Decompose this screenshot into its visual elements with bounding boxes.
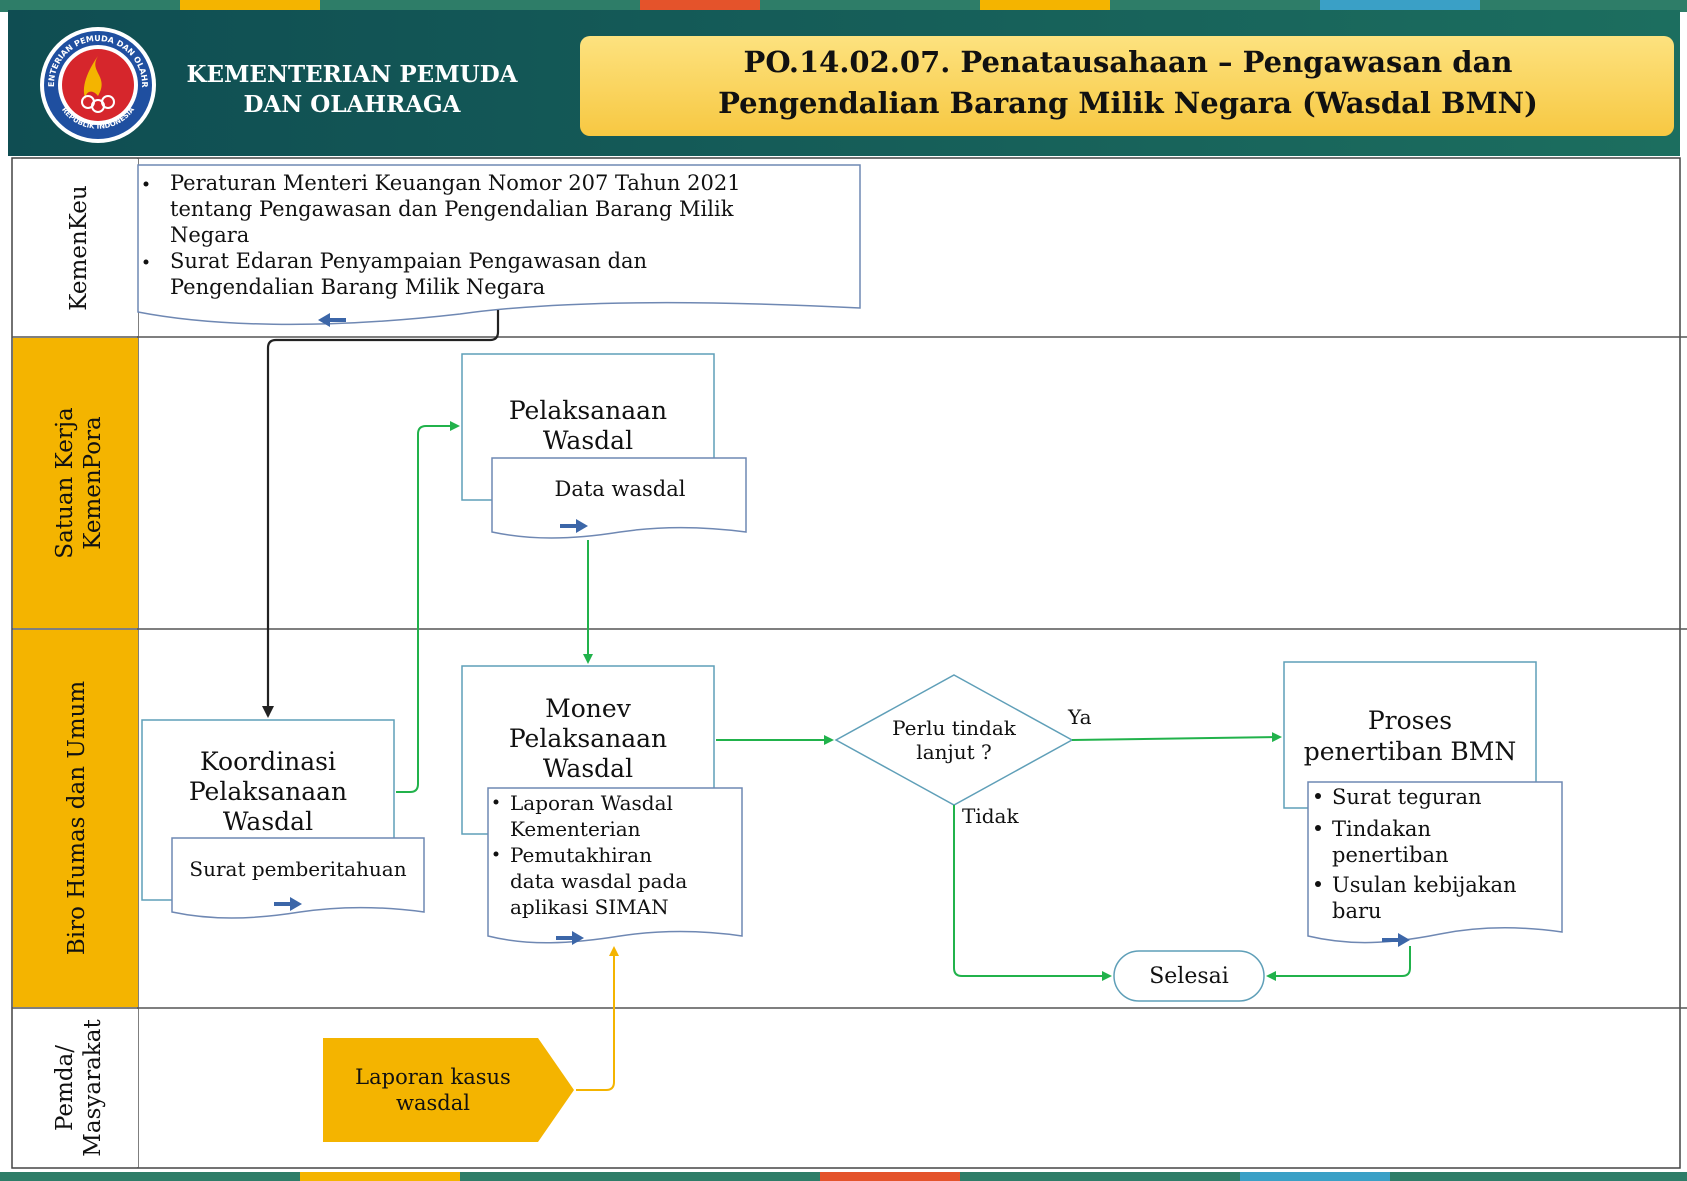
laporan-doc-line5: aplikasi SIMAN <box>510 895 669 919</box>
proses-doc-line2: Tindakan <box>1332 817 1431 841</box>
laporan-doc-line4: data wasdal pada <box>510 869 687 893</box>
lane-label-pemda-line2: Masyarakat <box>80 1019 106 1157</box>
laporan-doc-line1: Laporan Wasdal <box>510 791 673 815</box>
monev-line2: Pelaksanaan <box>509 724 667 753</box>
bottom-decor-strip <box>0 1172 1687 1181</box>
doc-arrow-icon <box>274 897 302 911</box>
decision-line1: Perlu tindak <box>892 716 1017 740</box>
koordinasi-line1: Koordinasi <box>200 747 336 776</box>
laporan-doc-line2: Kementerian <box>510 817 641 841</box>
lane-header-satker <box>13 338 138 628</box>
connector-laporan-kasus-to-monev <box>576 946 619 1091</box>
laporan-doc-line3: Pemutakhiran <box>510 843 652 867</box>
node-surat-pemberitahuan-doc: Surat pemberitahuan <box>171 837 425 919</box>
doc-arrow-icon <box>556 931 584 945</box>
doc-arrow-icon <box>1382 933 1410 947</box>
page-title-line2: Pengendalian Barang Milik Negara (Wasdal… <box>718 86 1538 120</box>
connectors <box>262 310 1411 1091</box>
page-title-line1: PO.14.02.07. Penatausahaan – Pengawasan … <box>744 45 1513 79</box>
proses-doc-line1: Surat teguran <box>1332 785 1482 809</box>
lane-label-pemda-line1: Pemda/ <box>52 1045 78 1131</box>
lane-header-biro <box>13 630 138 1007</box>
label-ya: Ya <box>1067 705 1092 729</box>
org-name-line1: KEMENTERIAN PEMUDA <box>186 61 518 88</box>
selesai-label: Selesai <box>1149 964 1229 989</box>
data-wasdal-label: Data wasdal <box>555 477 686 501</box>
connector-koordinasi-to-pelaksanaan <box>396 421 460 793</box>
kemenkeu-doc-line3: Negara <box>170 223 249 247</box>
pelaksanaan-line2: Wasdal <box>543 426 633 455</box>
kemenkeu-doc-line2: tentang Pengawasan dan Pengendalian Bara… <box>170 197 734 221</box>
top-decor-strip <box>0 0 1687 12</box>
org-name-line2: DAN OLAHRAGA <box>243 91 461 118</box>
title-box <box>580 36 1674 136</box>
pelaksanaan-line1: Pelaksanaan <box>509 396 667 425</box>
decision-line2: lanjut ? <box>916 740 991 764</box>
kemenkeu-doc-line5: Pengendalian Barang Milik Negara <box>170 275 545 299</box>
node-kemenkeu-regulation-doc: Peraturan Menteri Keuangan Nomor 207 Tah… <box>137 164 861 327</box>
proses-doc-line4: Usulan kebijakan <box>1332 873 1517 897</box>
monev-line3: Wasdal <box>543 754 633 783</box>
label-tidak: Tidak <box>962 804 1019 828</box>
kemenkeu-doc-line1: Peraturan Menteri Keuangan Nomor 207 Tah… <box>170 171 741 195</box>
doc-arrow-icon <box>318 313 346 327</box>
node-laporan-kasus-wasdal: Laporan kasus wasdal <box>323 1038 574 1142</box>
laporan-kasus-line2: wasdal <box>396 1091 470 1115</box>
node-data-wasdal-doc: Data wasdal <box>491 457 747 539</box>
node-selesai: Selesai <box>1113 950 1265 1002</box>
kemenkeu-doc-line4: Surat Edaran Penyampaian Pengawasan dan <box>170 249 647 273</box>
proses-doc-line5: baru <box>1332 899 1382 923</box>
connector-tidak-to-selesai <box>953 805 1112 981</box>
proses-doc-line3: penertiban <box>1332 843 1449 867</box>
laporan-kasus-line1: Laporan kasus <box>355 1065 511 1089</box>
lane-header-pemda <box>13 1009 138 1167</box>
lane-label-satker-line1: Satuan Kerja <box>52 407 78 559</box>
koordinasi-line2: Pelaksanaan <box>189 777 347 806</box>
monev-line1: Monev <box>545 694 632 723</box>
lane-label-biro: Biro Humas dan Umum <box>64 681 90 955</box>
connector-proses-to-selesai <box>1266 946 1411 981</box>
proses-line2: penertiban BMN <box>1304 737 1517 766</box>
proses-line1: Proses <box>1368 706 1452 735</box>
connector-kemenkeu-to-koordinasi <box>262 310 500 718</box>
doc-arrow-icon <box>560 519 588 533</box>
node-decision-perlu-tindak-lanjut: Perlu tindak lanjut ? <box>834 674 1074 806</box>
surat-pemberitahuan-label: Surat pemberitahuan <box>189 857 406 881</box>
lane-header-kemenkeu <box>13 159 138 336</box>
node-proses-output-doc: Surat teguran Tindakan penertiban Usulan… <box>1307 781 1563 947</box>
node-laporan-wasdal-doc: Laporan Wasdal Kementerian Pemutakhiran … <box>487 787 743 945</box>
koordinasi-line3: Wasdal <box>223 807 313 836</box>
lane-label-satker-line2: KemenPora <box>80 416 106 550</box>
connector-ya-to-proses <box>1071 732 1282 743</box>
lane-label-kemenkeu: KemenKeu <box>66 185 92 310</box>
